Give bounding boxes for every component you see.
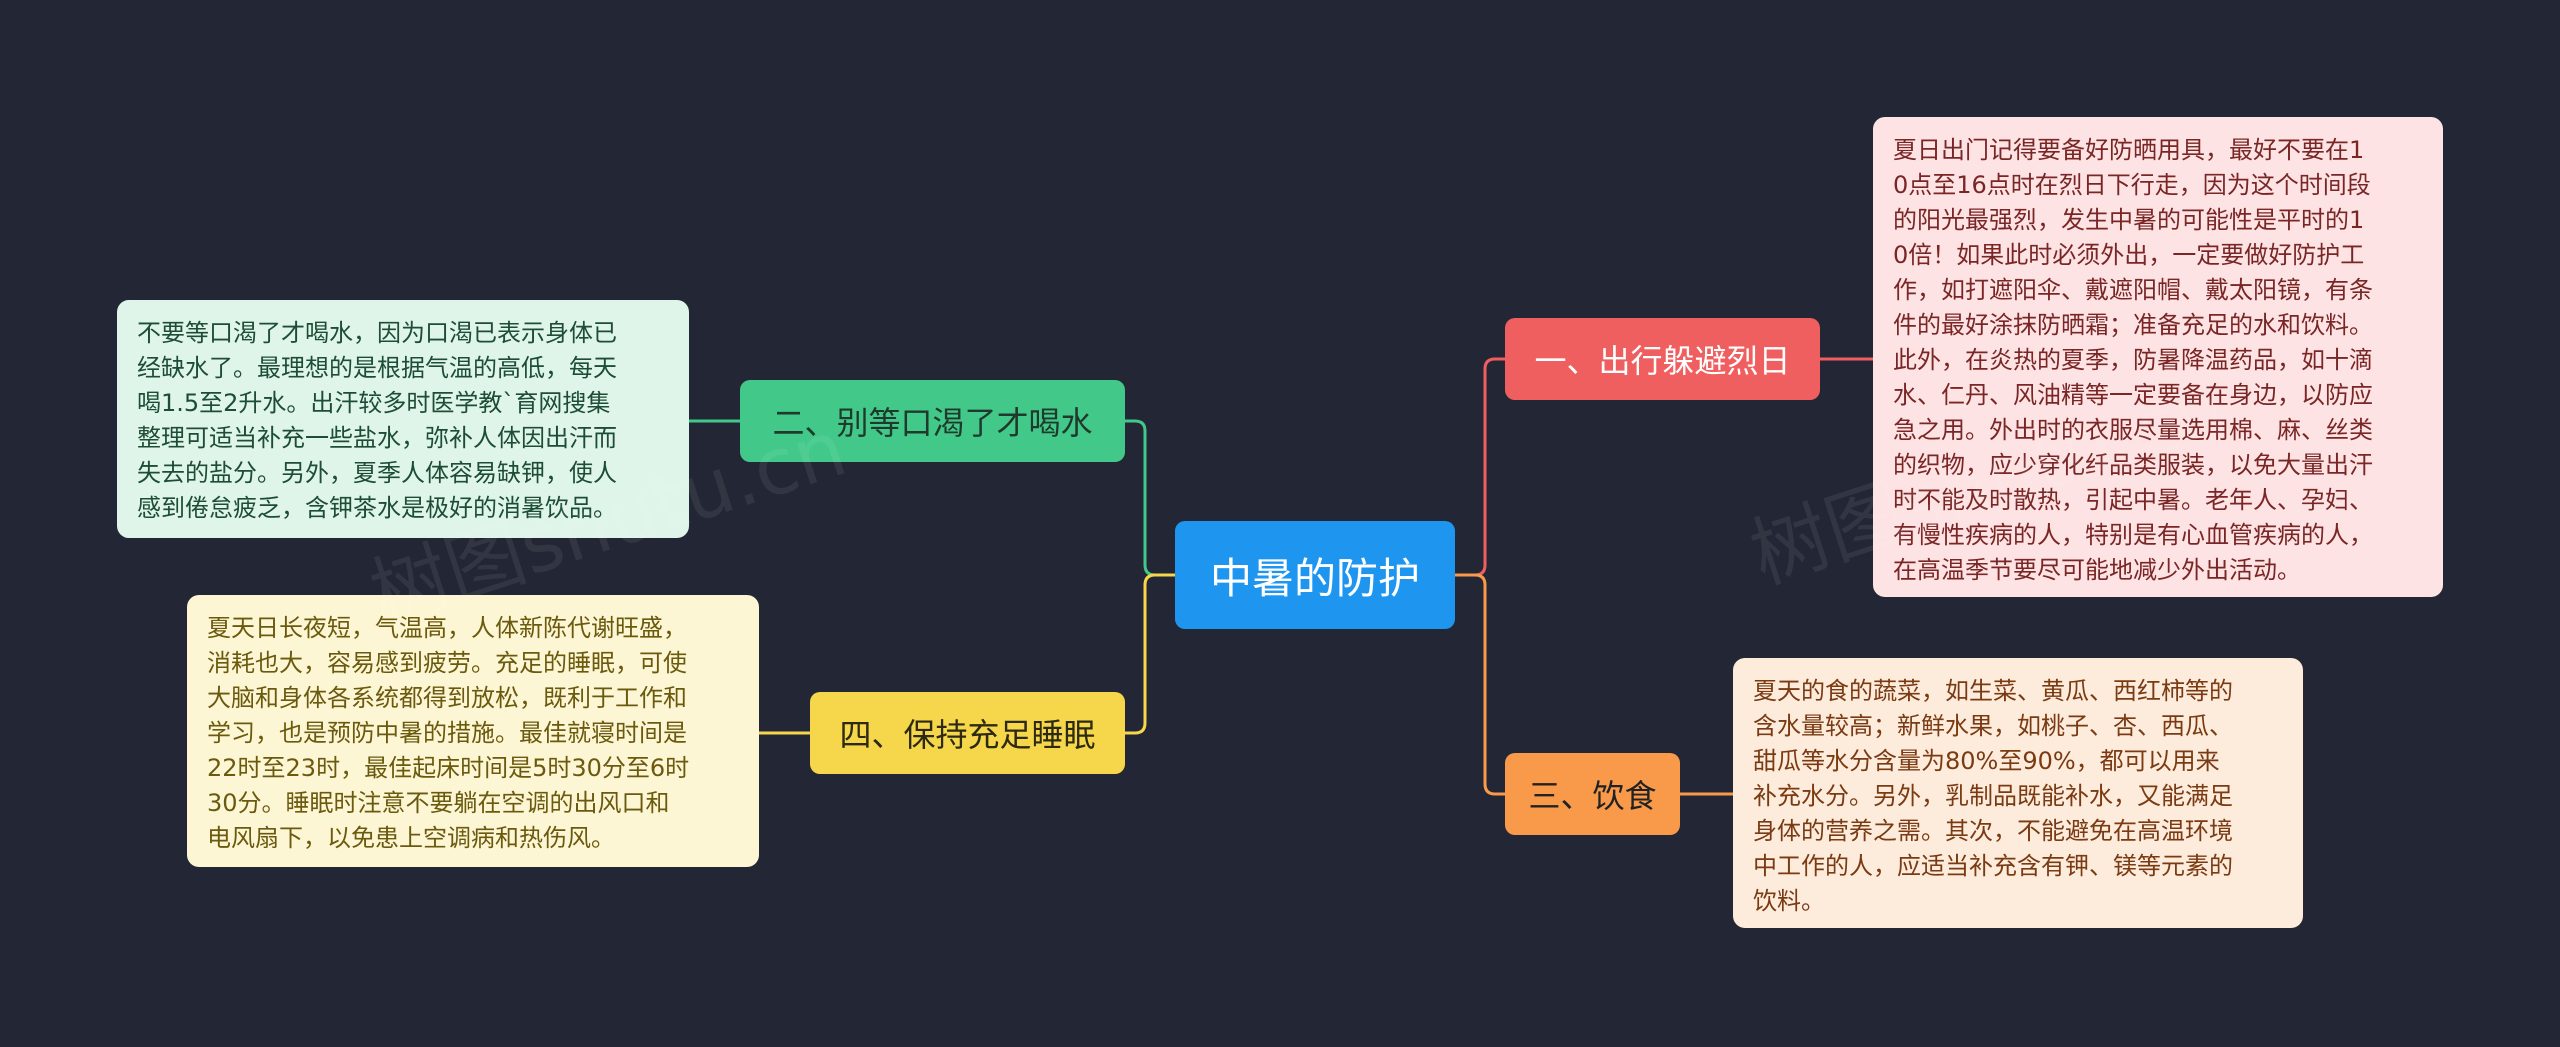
branch-1-detail-note[interactable]: 夏日出门记得要备好防晒用具，最好不要在1 0点至16点时在烈日下行走，因为这个时… — [1873, 117, 2443, 597]
branch-2-detail-note[interactable]: 不要等口渴了才喝水，因为口渴已表示身体已 经缺水了。最理想的是根据气温的高低，每… — [117, 300, 689, 538]
branch-4-detail-note[interactable]: 夏天日长夜短，气温高，人体新陈代谢旺盛， 消耗也大，容易感到疲劳。充足的睡眠，可… — [187, 595, 759, 867]
branch-3-detail-note[interactable]: 夏天的食的蔬菜，如生菜、黄瓜、西红柿等的 含水量较高；新鲜水果，如桃子、杏、西瓜… — [1733, 658, 2303, 928]
link-center-to-branch-4 — [1125, 573, 1175, 735]
branch-topic-1[interactable]: 一、出行躲避烈日 — [1505, 318, 1820, 400]
link-center-to-branch-1 — [1455, 357, 1505, 577]
branch-topic-4[interactable]: 四、保持充足睡眠 — [810, 692, 1125, 774]
branch-topic-2[interactable]: 二、别等口渴了才喝水 — [740, 380, 1125, 462]
branch-topic-3[interactable]: 三、饮食 — [1505, 753, 1680, 835]
link-center-to-branch-2 — [1125, 419, 1175, 577]
link-center-to-branch-3 — [1455, 573, 1505, 796]
central-topic[interactable]: 中暑的防护 — [1175, 521, 1455, 629]
